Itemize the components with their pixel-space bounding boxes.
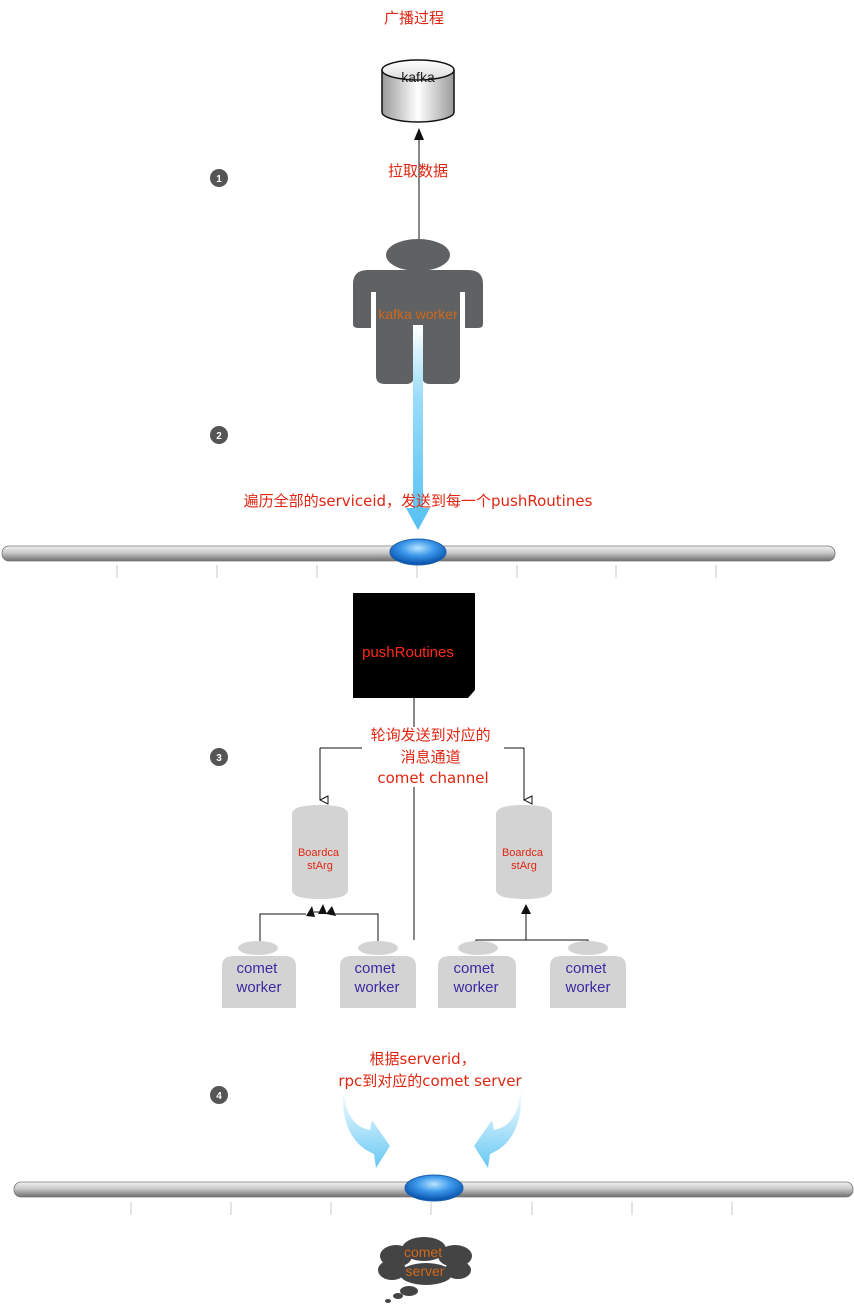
comet-worker-4-label: comet worker <box>564 960 610 996</box>
comet-server-label: comet server <box>404 1244 446 1279</box>
svg-text:1: 1 <box>216 174 222 185</box>
svg-text:2: 2 <box>216 431 222 442</box>
comet-worker-figure-1 <box>222 941 296 1008</box>
diagram-title: 广播过程 <box>384 9 444 27</box>
push-routines-label: pushRoutines <box>362 644 454 661</box>
comet-worker-1-label: comet worker <box>235 960 281 996</box>
step-3-badge: 3 <box>210 748 228 766</box>
message-bus-top <box>1 538 836 578</box>
step-4-badge: 4 <box>210 1086 228 1104</box>
channel-cylinder-2 <box>496 805 552 899</box>
kafka-label: kafka <box>401 69 435 85</box>
comet-worker-2-label: comet worker <box>353 960 399 996</box>
comet-worker-3-label: comet worker <box>452 960 498 996</box>
channel-2-label: Boardca stArg <box>502 847 546 872</box>
svg-text:3: 3 <box>216 753 222 764</box>
comet-server-cloud-icon <box>378 1237 472 1303</box>
step-4-label: 根据serverid， rpc到对应的comet server <box>338 1050 522 1090</box>
svg-text:4: 4 <box>216 1091 222 1102</box>
step-3-label-bg <box>362 727 504 787</box>
comet-worker-figure-3 <box>438 941 516 1008</box>
channel-1-label: Boardca stArg <box>298 847 342 872</box>
channel-cylinder-1 <box>292 805 348 899</box>
worker-arrowheads <box>306 904 531 917</box>
step-2-badge: 2 <box>210 426 228 444</box>
message-bus-bottom <box>13 1174 854 1215</box>
step-1-label: 拉取数据 <box>388 162 448 180</box>
broadcast-blue-arrow <box>406 325 430 530</box>
comet-worker-figure-2 <box>340 941 416 1008</box>
curved-arrow-right <box>474 1088 522 1168</box>
kafka-database-icon <box>381 59 455 123</box>
kafka-worker-label: kafka worker <box>378 306 458 322</box>
step-2-label: 遍历全部的serviceid，发送到每一个pushRoutines <box>244 492 593 510</box>
push-routines-box <box>353 593 475 698</box>
step-1-badge: 1 <box>210 169 228 187</box>
step-3-label: 轮询发送到对应的 消息通道 comet channel <box>371 726 496 787</box>
comet-worker-figure-4 <box>550 941 626 1008</box>
curved-arrow-left <box>342 1088 390 1168</box>
